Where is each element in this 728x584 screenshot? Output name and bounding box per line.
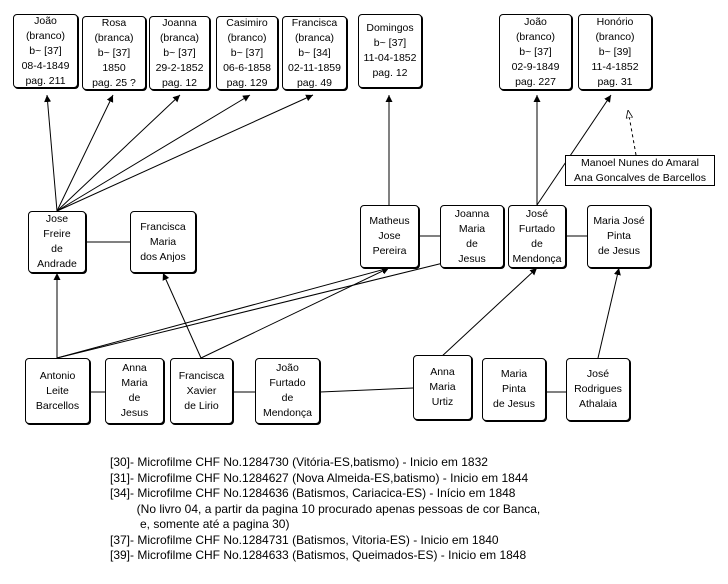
link-antonio-matheus	[56, 266, 390, 359]
link-jose-freire-rosa	[56, 94, 114, 212]
person-joao-right[interactable]: João (branco) b~ [37] 02-9-1849 pag. 227	[499, 14, 572, 90]
person-jose-furtado[interactable]: José Furtado de Mendonça	[508, 205, 566, 268]
person-honorio[interactable]: Honório (branco) b~ [39] 11-4-1852 pag. …	[578, 14, 652, 90]
person-matheus[interactable]: Matheus Jose Pereira	[360, 205, 419, 268]
link-francisca-xavier-matheus	[200, 267, 390, 359]
note-manoel-ana[interactable]: Manoel Nunes do Amaral Ana Goncalves de …	[565, 155, 715, 186]
link-francisca-xavier-francisca-maria	[162, 272, 202, 359]
link-jose-furtado-honorio	[536, 94, 612, 206]
person-joao-furtado[interactable]: João Furtado de Mendonça	[255, 358, 320, 424]
link-jose-freire-joanna	[56, 94, 181, 212]
note-line: [34]- Microfilme CHF No.1284636 (Batismo…	[110, 486, 516, 500]
note-line: e, somente até a pagina 30)	[110, 517, 290, 531]
source-notes: [30]- Microfilme CHF No.1284730 (Vitória…	[110, 455, 540, 564]
person-anna-maria-urtiz[interactable]: Anna Maria Urtiz	[413, 355, 472, 420]
person-jose-freire[interactable]: Jose Freire de Andrade	[28, 211, 86, 273]
person-jose-rodrigues[interactable]: José Rodrigues Athalaia	[566, 358, 630, 421]
person-joao-top[interactable]: João (branco) b~ [37] 08-4-1849 pag. 211	[13, 14, 78, 88]
note-line: [30]- Microfilme CHF No.1284730 (Vitória…	[110, 455, 488, 469]
note-line: [37]- Microfilme CHF No.1284731 (Batismo…	[110, 532, 499, 547]
marriage-joao-anna-urtiz	[319, 387, 414, 393]
link-antonio-joanna	[56, 250, 489, 359]
person-antonio[interactable]: Antonio Leite Barcellos	[25, 358, 90, 424]
person-joanna-maria[interactable]: Joanna Maria de Jesus	[440, 205, 504, 268]
link-jose-freire-joao	[44, 94, 58, 212]
note-line: [31]- Microfilme CHF No.1284627 (Nova Al…	[110, 470, 529, 485]
person-maria-pinta[interactable]: Maria Pinta de Jesus	[482, 358, 546, 421]
person-francisca-top[interactable]: Francisca (branca) b~ [34] 02-11-1859 pa…	[282, 16, 347, 90]
person-anna-maria-jesus[interactable]: Anna Maria de Jesus	[105, 358, 164, 424]
link-manoel-honorio	[628, 110, 637, 156]
link-jose-freire-francisca	[56, 94, 314, 212]
note-line: (No livro 04, a partir da pagina 10 proc…	[110, 501, 541, 516]
link-jose-freire-casimiro	[56, 94, 251, 212]
person-joanna-top[interactable]: Joanna (branca) b~ [37] 29-2-1852 pag. 1…	[149, 16, 210, 90]
person-maria-jose[interactable]: Maria José Pinta de Jesus	[587, 205, 651, 268]
person-casimiro[interactable]: Casimiro (branco) b~ [37] 06-6-1858 pag.…	[216, 16, 278, 90]
person-rosa[interactable]: Rosa (branca) b~ [37] 1850 pag. 25 ?	[82, 16, 146, 90]
person-francisca-maria[interactable]: Francisca Maria dos Anjos	[130, 211, 196, 273]
person-domingos[interactable]: Domingos b~ [37] 11-04-1852 pag. 12	[358, 14, 422, 88]
link-anna-urtiz-jose-furtado	[439, 267, 538, 359]
link-jose-rodrigues-maria-jose	[597, 267, 621, 359]
note-line: [39]- Microfilme CHF No.1284633 (Batismo…	[110, 548, 527, 562]
person-francisca-xavier[interactable]: Francisca Xavier de Lirio	[170, 358, 233, 424]
